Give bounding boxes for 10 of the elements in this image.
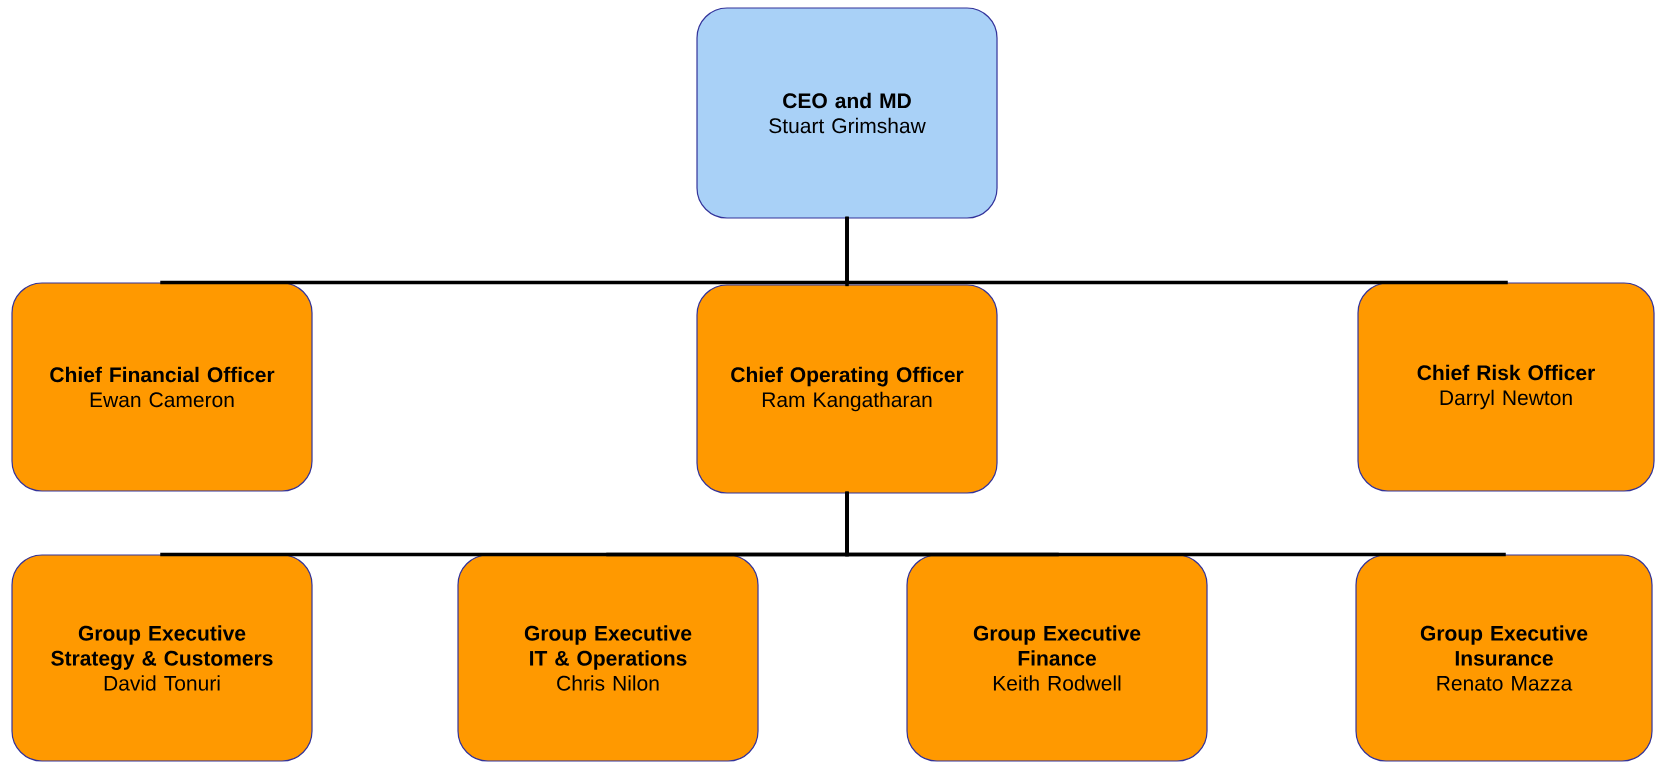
role-box: Chief Risk Officer Darryl Newton: [1357, 282, 1655, 492]
role-box: Chief Financial Officer Ewan Cameron: [11, 282, 313, 492]
role-box: Group Executive Finance Keith Rodwell: [906, 554, 1208, 762]
role-box: CEO and MD Stuart Grimshaw: [696, 7, 998, 219]
role-box: Group Executive Strategy & Customers David Tonuri: [11, 554, 313, 762]
role-box: Chief Operating Officer Ram Kangatharan: [696, 284, 998, 494]
connector-line: [845, 491, 1506, 557]
connector-line: [845, 216, 1508, 285]
role-box: Group Executive Insurance Renato Mazza: [1355, 554, 1653, 762]
role-box: Group Executive IT & Operations Chris Nilon: [457, 554, 759, 762]
